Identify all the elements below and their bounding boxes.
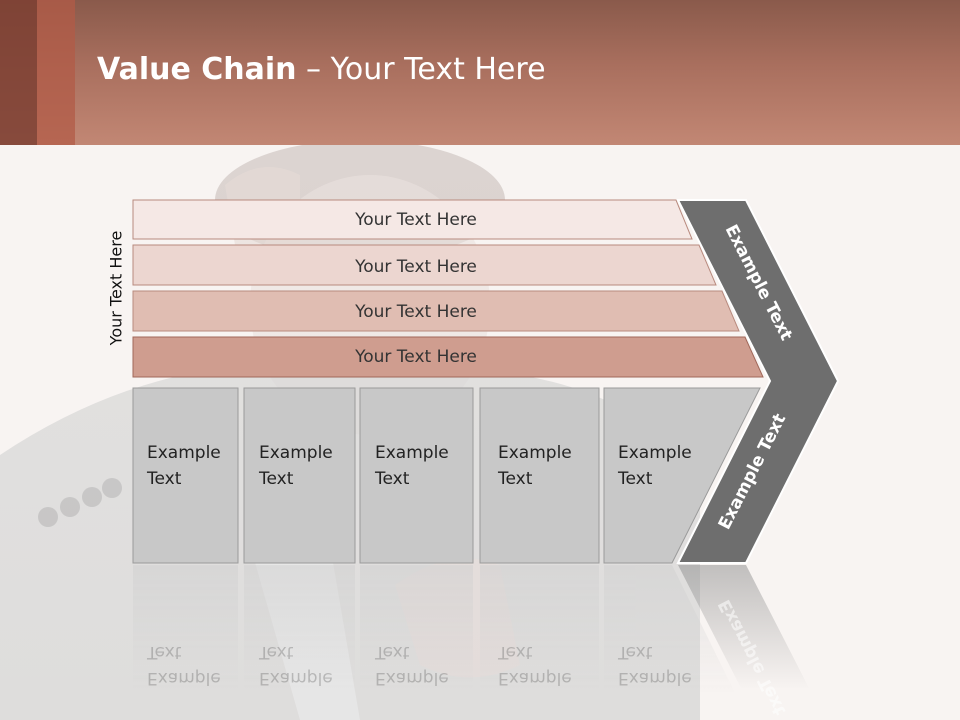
bar-2-shape [132,244,717,286]
cells-group: Example Text Example Text Example Text E… [132,387,761,564]
cell-4-line2: Text [497,469,533,489]
cell-1-line1: Example [147,443,221,463]
cell-5-line2: Text [617,469,653,489]
bar-3-label: Your Text Here [354,302,477,322]
header-band: Value Chain – Your Text Here [0,0,960,145]
cell-2-reflection-line2: Text [258,642,294,662]
cells-reflection-group: Text Example Text Example Text Example T… [133,565,736,695]
bar-4-label: Your Text Here [354,347,477,367]
cell-2 [243,387,356,564]
cell-4-line1: Example [498,443,572,463]
cell-3-line2: Text [374,469,410,489]
bar-3-shape [132,290,740,332]
cell-5-reflection-line2: Text [617,642,653,662]
cell-5-reflection-line1: Example [618,668,692,688]
cell-3-reflection-line1: Example [375,668,449,688]
cell-1 [132,387,239,564]
cell-5 [603,387,761,564]
title-rest: – Your Text Here [296,52,546,87]
cell-4-reflection-line2: Text [497,642,533,662]
cell-3 [359,387,474,564]
cell-1-line2: Text [146,469,182,489]
header-accent-light [37,0,75,145]
bar-1-label: Your Text Here [354,210,477,230]
cell-1-reflection-line2: Text [146,642,182,662]
cell-2-line2: Text [258,469,294,489]
cell-1-reflection [133,565,238,695]
chevron-reflection [678,565,810,690]
cell-4-reflection-line1: Example [498,668,572,688]
slide-title: Value Chain – Your Text Here [97,52,546,87]
cell-5-line1: Example [618,443,692,463]
cell-4 [479,387,600,564]
cell-2-line1: Example [259,443,333,463]
bar-2-label: Your Text Here [354,257,477,277]
header-accent-dark [0,0,37,145]
cell-1-reflection-line1: Example [147,668,221,688]
bar-4-shape [132,336,764,378]
cell-2-reflection [244,565,355,695]
cell-3-reflection-line2: Text [374,642,410,662]
cell-2-reflection-line1: Example [259,668,333,688]
cell-3-line1: Example [375,443,449,463]
cell-3-reflection [360,565,473,695]
title-bold: Value Chain [97,52,297,87]
cell-4-reflection [480,565,599,695]
bar-1-shape [132,199,693,240]
chevron-shape [676,199,840,564]
cell-5-reflection [604,565,736,695]
bars-group: Your Text Here Your Text Here Your Text … [132,199,764,378]
